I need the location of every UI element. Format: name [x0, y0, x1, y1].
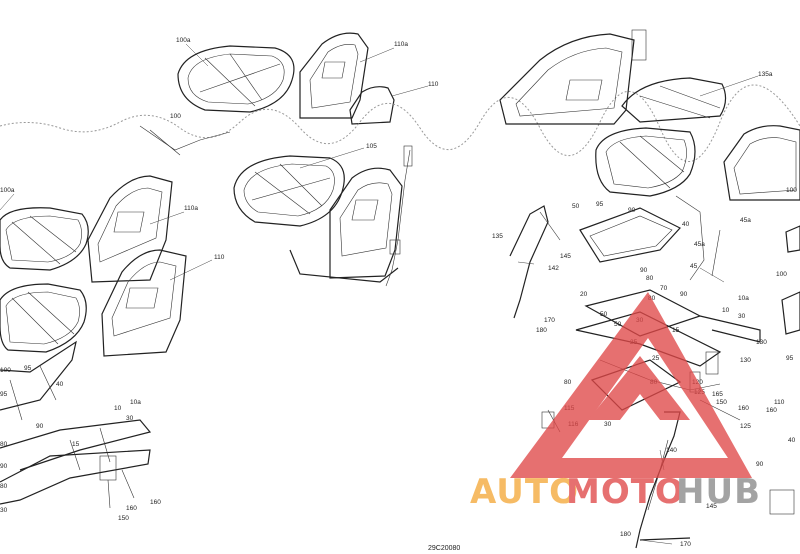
callout-label: 165	[712, 391, 723, 398]
callout-label: 10	[114, 405, 122, 412]
callout-label: 110	[214, 254, 225, 261]
callout-label: 80	[646, 275, 654, 282]
callout-label: 110	[774, 399, 785, 406]
callout-label: 95	[0, 391, 8, 398]
callout-label: 90	[0, 463, 8, 470]
callout-label: 160	[738, 405, 749, 412]
callout-label: 100a	[0, 187, 15, 194]
callout-label: 150	[716, 399, 727, 406]
callout-label: 20	[580, 291, 588, 298]
callout-label: 180	[536, 327, 547, 334]
callout-label: 140	[666, 447, 677, 454]
callout-label: 70	[660, 285, 668, 292]
callout-label: 50	[600, 311, 608, 318]
callout-label: 40	[788, 437, 796, 444]
callout-label: 142	[548, 265, 559, 272]
callout-label: 180	[620, 531, 631, 538]
callout-label: 110a	[394, 41, 408, 48]
watermark-moto: MOTO	[566, 472, 685, 512]
seat-back-right-corner	[723, 125, 800, 201]
callout-label: 30	[604, 421, 612, 428]
callout-label: 15	[672, 327, 680, 334]
seat-frame-fragment-top	[139, 125, 231, 156]
callout-label: 135a	[758, 71, 773, 78]
callout-label: 10	[722, 307, 730, 314]
callout-label: 110a	[184, 205, 198, 212]
seat-cushion-135a	[621, 77, 727, 123]
callout-label: 100	[170, 113, 181, 120]
seat-back-left-110	[101, 249, 187, 357]
callout-label: 40	[682, 221, 690, 228]
callout-label: 145	[560, 253, 571, 260]
seat-back-right-upper	[499, 29, 647, 125]
callout-label: 130	[756, 339, 767, 346]
callout-label: 105	[366, 143, 377, 150]
callout-label: 95	[596, 201, 604, 208]
seat-back-110a-top	[299, 32, 369, 119]
callout-label: 95	[786, 355, 794, 362]
seat-back-center	[289, 145, 413, 287]
callout-label: 170	[680, 541, 691, 548]
callout-label: 90	[680, 291, 688, 298]
callout-label: 80	[0, 441, 8, 448]
seat-cushion-105	[233, 155, 345, 227]
callout-label: 15	[72, 441, 80, 448]
callout-label: 90	[640, 267, 648, 274]
callout-label: 90	[628, 207, 636, 214]
callout-label: 95	[24, 365, 32, 372]
callout-label: 25	[652, 355, 660, 362]
callout-label: 130	[740, 357, 751, 364]
callout-label: 80	[648, 295, 656, 302]
callout-label: 10a	[130, 399, 141, 406]
seat-cushion-left-lower	[0, 283, 87, 353]
callout-label: 45a	[694, 241, 705, 248]
callout-label: 100a	[176, 37, 191, 44]
callout-label: 10a	[738, 295, 749, 302]
callout-label: 100	[0, 367, 11, 374]
watermark-hub: HUB	[676, 472, 761, 512]
watermark-auto: AUTO	[470, 472, 579, 512]
seat-cushion-100a	[177, 45, 295, 113]
callout-label: 45	[690, 263, 698, 270]
callout-label: 125	[740, 423, 751, 430]
callout-label: 150	[118, 515, 129, 522]
callout-label: 30	[738, 313, 746, 320]
callout-label: 100	[786, 187, 797, 194]
callout-label: 40	[56, 381, 64, 388]
seat-back-110-top	[349, 86, 395, 125]
seat-cushion-right-edge	[781, 225, 800, 335]
callout-label: 90	[756, 461, 764, 468]
callout-label: 160	[150, 499, 161, 506]
watermark-triangle-icon	[510, 292, 752, 478]
diagram-code: 29C20080	[428, 545, 460, 552]
callout-label: 45a	[740, 217, 751, 224]
callout-label: 90	[36, 423, 44, 430]
callout-label: 145	[706, 503, 717, 510]
seat-frame-right	[509, 195, 721, 319]
callout-label: 160	[126, 505, 137, 512]
callout-labels-left: 100a 110a 110 100 105 100a 110a 110 100 …	[0, 37, 439, 522]
callout-label: 50	[572, 203, 580, 210]
watermark-logo: AUTO MOTO HUB	[470, 292, 761, 512]
callout-label: 160	[766, 407, 777, 414]
seat-cushion-left-upper	[0, 207, 89, 271]
callout-label: 100	[776, 271, 787, 278]
seat-frame-left	[0, 340, 152, 509]
callout-label: 135	[492, 233, 503, 240]
callout-label: 50	[614, 321, 622, 328]
callout-label: 110	[428, 81, 439, 88]
page-tear-line	[0, 84, 800, 162]
callout-label: 30	[0, 507, 8, 514]
callout-label: 170	[544, 317, 555, 324]
callout-label: 30	[126, 415, 134, 422]
callout-label: 80	[0, 483, 8, 490]
seat-cushion-right-center	[595, 127, 696, 197]
seat-back-left-110a	[87, 175, 173, 283]
callout-label: 80	[564, 379, 572, 386]
